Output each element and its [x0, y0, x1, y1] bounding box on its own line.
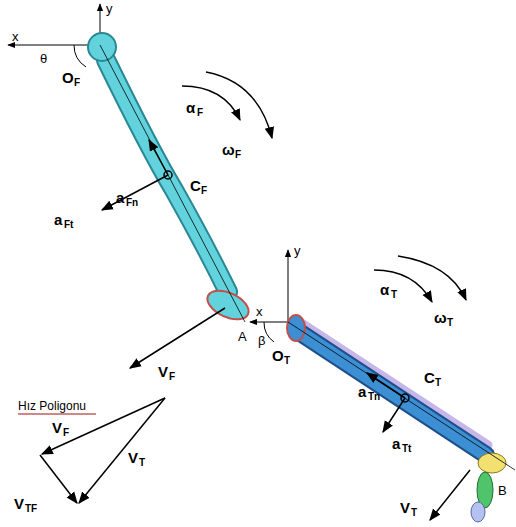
vector-label: V	[400, 500, 410, 515]
subscript: TF	[25, 504, 37, 514]
symbol-label: a	[116, 190, 124, 205]
subscript: T	[139, 458, 145, 468]
subscript: F	[74, 78, 80, 88]
point-label: C	[190, 178, 201, 193]
subscript: T	[435, 378, 441, 388]
angle-label: θ	[40, 52, 47, 65]
subscript: T	[447, 318, 453, 328]
symbol-label: ω	[222, 142, 235, 157]
subscript: F	[235, 150, 241, 160]
point-label: C	[424, 370, 435, 385]
subscript: F	[63, 428, 69, 438]
point-label: A	[238, 330, 247, 343]
symbol-label: a	[358, 384, 366, 399]
point-label: O	[62, 70, 74, 85]
symbol-label: α	[380, 282, 389, 297]
subscript: F	[169, 372, 175, 382]
vector-label: V	[158, 364, 168, 379]
vector-label: V	[52, 420, 62, 435]
subscript: F	[197, 108, 203, 118]
subscript: T	[391, 290, 397, 300]
point-label: O	[272, 348, 284, 363]
vector-label: V	[128, 450, 138, 465]
subscript: Tt	[402, 444, 411, 454]
angle-label: β	[258, 334, 265, 347]
symbol-label: α	[186, 100, 195, 115]
subscript: Ft	[64, 220, 73, 230]
subscript: T	[411, 508, 417, 518]
symbol-label: a	[54, 212, 62, 227]
vector-label: V	[14, 496, 24, 511]
subscript: Tn	[368, 392, 380, 402]
axis-label: y	[106, 2, 113, 15]
polygon-heading: Hız Poligonu	[18, 400, 86, 412]
axis-label: x	[12, 30, 19, 43]
subscript: T	[284, 356, 290, 366]
subscript: Fn	[126, 198, 138, 208]
point-label: B	[498, 484, 507, 497]
axis-label: x	[256, 305, 263, 318]
symbol-label: a	[392, 436, 400, 451]
axis-label: y	[294, 244, 301, 257]
symbol-label: ω	[434, 310, 447, 325]
subscript: F	[201, 186, 207, 196]
